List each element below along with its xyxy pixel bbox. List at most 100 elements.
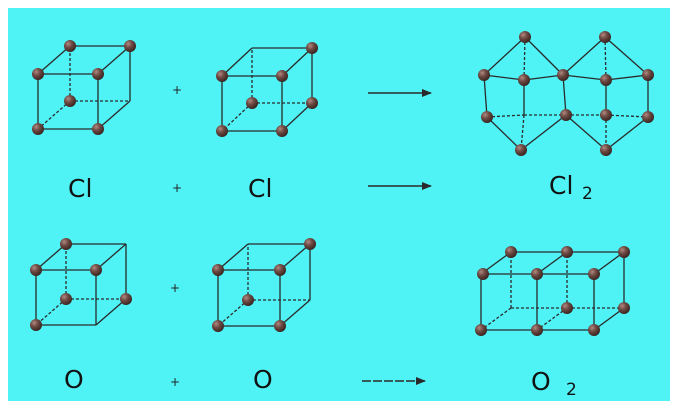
electron-dot xyxy=(475,324,487,336)
plus-sign-cubes-row-2: + xyxy=(170,281,180,295)
cube-edge xyxy=(520,114,567,151)
cl2-subscript: 2 xyxy=(582,184,593,204)
electron-dot xyxy=(120,293,132,305)
cube-edge xyxy=(593,251,625,275)
electron-dot xyxy=(276,125,288,137)
cube-edge xyxy=(483,74,525,81)
cube-edge xyxy=(604,36,649,76)
cube-edge xyxy=(97,45,131,75)
cube-edge xyxy=(97,100,131,130)
electron-dot xyxy=(242,294,254,306)
electron-dot xyxy=(588,324,600,336)
cl-label-1: Cl xyxy=(68,174,92,203)
electron-dot xyxy=(531,268,543,280)
cube-edge xyxy=(486,116,522,151)
electron-dot xyxy=(505,246,517,258)
electron-dot xyxy=(515,144,527,156)
electron-dot xyxy=(599,31,611,43)
electron-dot xyxy=(92,68,104,80)
cube-edge xyxy=(281,47,313,77)
o2-label: O xyxy=(531,367,551,396)
plus-sign-label-row-1: + xyxy=(172,181,182,195)
cube-edge xyxy=(605,74,649,81)
cube-edge xyxy=(536,251,568,275)
cube-edge xyxy=(565,114,607,151)
electron-dot xyxy=(600,74,612,86)
electron-dot xyxy=(276,70,288,82)
cl-atom-cube-2 xyxy=(216,42,318,137)
plus-sign-cubes-row-1: + xyxy=(172,83,182,97)
electron-dot xyxy=(600,109,612,121)
cube-edge xyxy=(483,36,526,76)
cube-edge xyxy=(562,36,606,76)
electron-dot xyxy=(618,246,630,258)
electron-dot xyxy=(274,320,286,332)
electron-dot xyxy=(216,125,228,137)
electron-dot xyxy=(30,319,42,331)
cube-edge xyxy=(37,45,71,75)
electron-dot xyxy=(216,70,228,82)
electron-dot xyxy=(588,268,600,280)
electron-dot xyxy=(212,320,224,332)
electron-dot xyxy=(304,238,316,250)
o-label-2: O xyxy=(253,365,273,394)
cube-edge xyxy=(221,47,253,77)
cube-edge xyxy=(524,36,564,76)
electron-dot xyxy=(30,264,42,276)
hidden-edge xyxy=(217,299,249,327)
cube-edge xyxy=(95,243,127,271)
cube-edge xyxy=(605,116,649,151)
electron-dot xyxy=(531,324,543,336)
cl-label-2: Cl xyxy=(248,174,272,203)
cube-edge xyxy=(35,243,67,271)
electron-dot xyxy=(246,97,258,109)
cl2-molecule-structure xyxy=(478,31,654,156)
o2-molecule-structure xyxy=(475,246,630,336)
o-atom-cube-1 xyxy=(30,238,132,331)
cube-edge xyxy=(281,102,313,132)
electron-dot xyxy=(92,123,104,135)
electron-dot xyxy=(478,69,490,81)
electron-dot xyxy=(32,68,44,80)
electron-dot xyxy=(561,302,573,314)
electron-dot xyxy=(477,268,489,280)
o-atom-cube-2 xyxy=(212,238,316,332)
electron-dot xyxy=(90,264,102,276)
plus-sign-label-row-2: + xyxy=(170,375,180,389)
electron-dot xyxy=(561,246,573,258)
hidden-edge xyxy=(37,100,71,130)
hidden-edge xyxy=(604,36,607,81)
electron-dot xyxy=(557,69,569,81)
hidden-edge xyxy=(35,298,67,326)
electron-dot xyxy=(60,238,72,250)
cube-edge xyxy=(279,299,311,327)
o2-subscript: 2 xyxy=(566,380,577,400)
cube-edge xyxy=(593,307,625,331)
electron-dot xyxy=(642,69,654,81)
electron-dot xyxy=(124,40,136,52)
o-label-1: O xyxy=(64,365,84,394)
hidden-edge xyxy=(480,307,512,331)
electron-dot xyxy=(306,42,318,54)
cube-edge xyxy=(483,74,488,118)
electron-dot xyxy=(642,111,654,123)
electron-dot xyxy=(306,97,318,109)
electron-dot xyxy=(600,144,612,156)
cube-edge xyxy=(279,243,311,271)
cube-edge xyxy=(523,74,564,81)
electron-dot xyxy=(64,95,76,107)
hidden-edge xyxy=(221,102,253,132)
cl2-label: Cl xyxy=(549,171,573,200)
hidden-edge xyxy=(520,114,525,151)
hidden-edge xyxy=(536,307,568,331)
cube-edge xyxy=(95,298,127,326)
cube-edge xyxy=(217,243,249,271)
cl-atom-cube-1 xyxy=(32,40,136,135)
background-panel xyxy=(8,8,670,401)
cube-edge xyxy=(562,74,567,116)
hidden-edge xyxy=(486,114,525,118)
hidden-edge xyxy=(523,36,526,81)
electron-dot xyxy=(212,264,224,276)
electron-dot xyxy=(518,74,530,86)
